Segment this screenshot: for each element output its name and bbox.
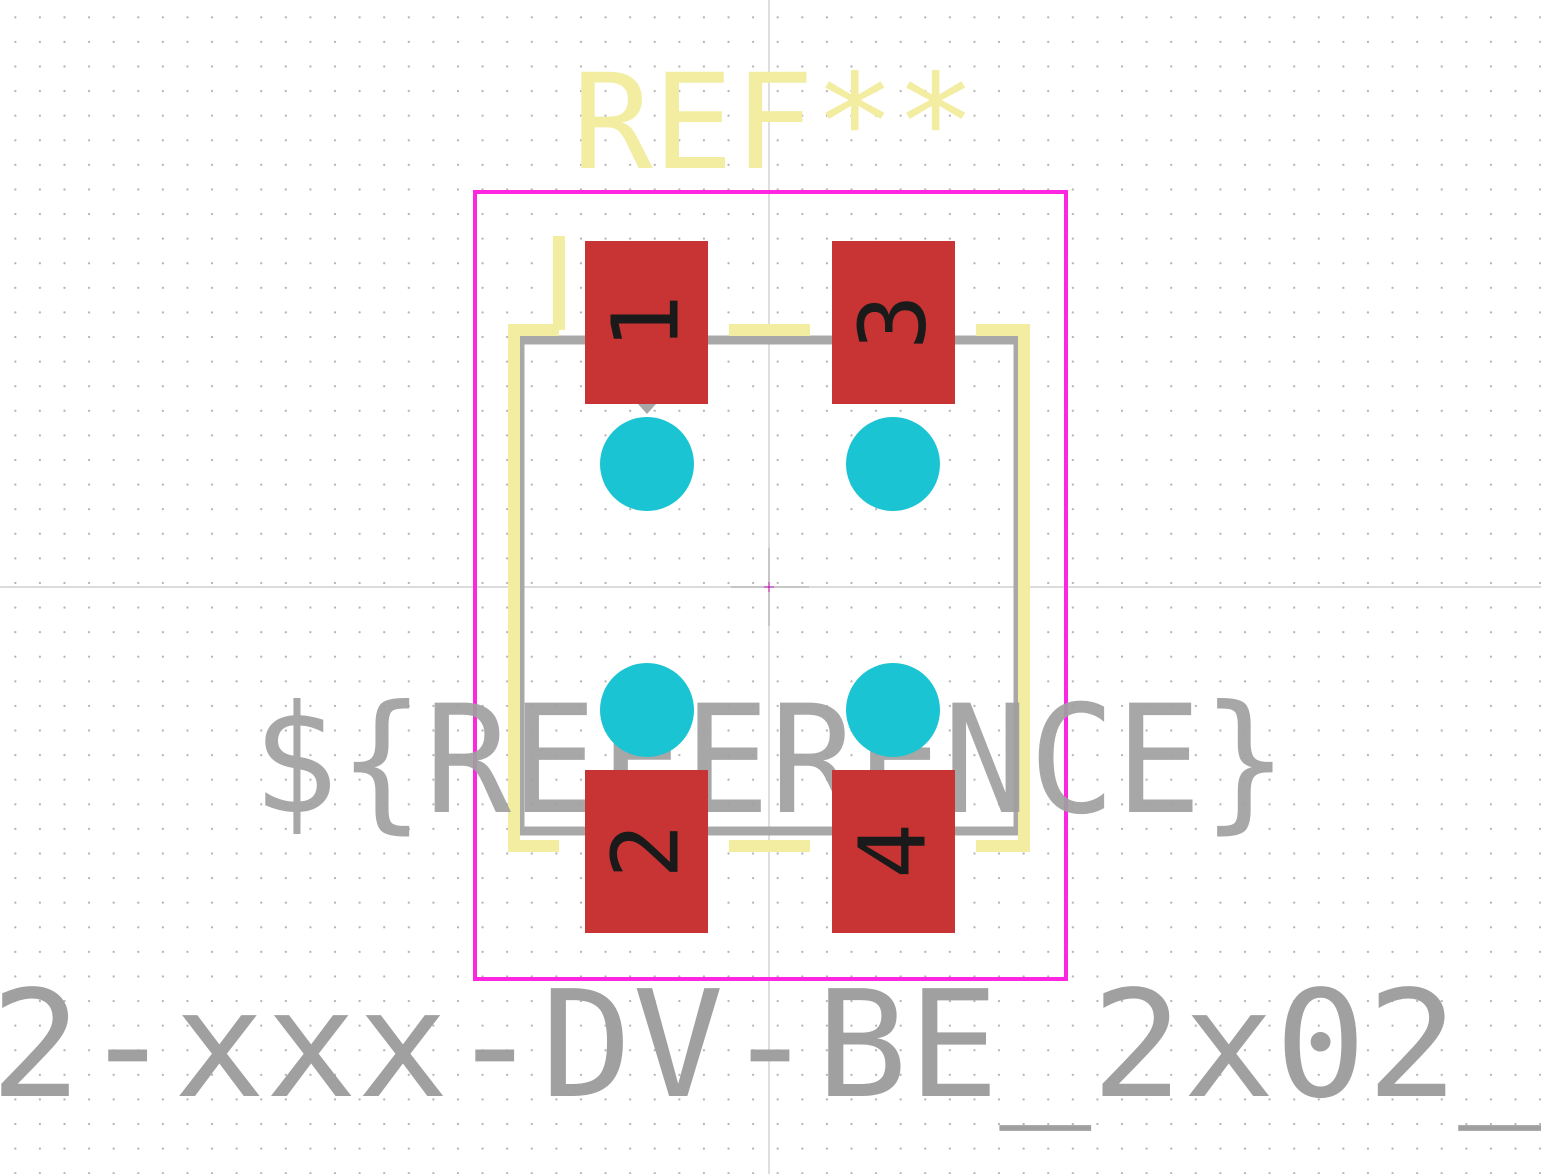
npth-hole-bottom-right[interactable] — [846, 663, 940, 757]
pin1-marker — [638, 404, 656, 414]
reference-label[interactable]: REF** — [572, 46, 976, 200]
npth-hole-top-left[interactable] — [600, 417, 694, 511]
pad-4-number: 4 — [840, 823, 947, 878]
npth-hole-bottom-left[interactable] — [600, 663, 694, 757]
pad-3[interactable]: 3 — [832, 241, 955, 404]
courtyard-outline[interactable] — [473, 190, 1068, 981]
pad-4[interactable]: 4 — [832, 770, 955, 933]
reference-field-label[interactable]: ${REFERENCE} — [252, 674, 1288, 848]
value-label[interactable]: 2-xxx-DV-BE_2x02_ — [0, 959, 1541, 1131]
pad-1[interactable]: 1 — [585, 241, 708, 404]
pad-3-number: 3 — [840, 294, 947, 349]
pad-1-number: 1 — [593, 294, 700, 349]
npth-hole-top-right[interactable] — [846, 417, 940, 511]
pad-2-number: 2 — [593, 823, 700, 878]
silkscreen-outline[interactable] — [508, 236, 1030, 852]
anchor-crosshair — [731, 548, 809, 626]
pad-2[interactable]: 2 — [585, 770, 708, 933]
